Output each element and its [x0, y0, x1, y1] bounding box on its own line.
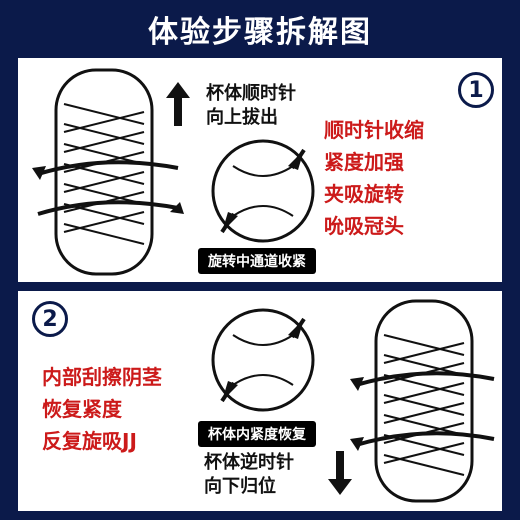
step-1-panel: 杯体顺时针 向上拔出 旋转中通道收紧 1 顺时针收缩 紧度加强 夹吸旋转 吮吸冠…: [18, 58, 502, 282]
step-2-caption: 杯体逆时针 向下归位: [204, 452, 294, 497]
step-2-number: 2: [32, 301, 68, 337]
step-1-number: 1: [458, 72, 494, 108]
benefit-item: 顺时针收缩: [324, 118, 424, 142]
arrow-up-icon: [166, 82, 190, 126]
tightness-restore-diagram: [211, 308, 315, 412]
benefit-item: 夹吸旋转: [324, 182, 404, 206]
benefit-item: 内部刮擦阴茎: [42, 365, 162, 389]
step-2-panel: 2 内部刮擦阴茎 恢复紧度 反复旋吸JJ 杯体内紧度恢复 杯体逆时针 向下归位: [18, 291, 502, 511]
benefit-item: 吮吸冠头: [324, 214, 404, 238]
benefit-item: 恢复紧度: [42, 397, 122, 421]
step-1-pill: 旋转中通道收紧: [198, 248, 316, 274]
step-1-benefits: 顺时针收缩 紧度加强 夹吸旋转 吮吸冠头: [324, 114, 424, 242]
benefit-item: 紧度加强: [324, 150, 404, 174]
step-2-benefits: 内部刮擦阴茎 恢复紧度 反复旋吸JJ: [42, 361, 162, 457]
arrow-down-icon: [328, 451, 352, 495]
cup-illustration-2: [350, 299, 495, 503]
cup-illustration-1: [32, 68, 184, 276]
step-1-caption: 杯体顺时针 向上拔出: [206, 83, 296, 128]
page-title: 体验步骤拆解图: [148, 15, 372, 50]
benefit-item: 反复旋吸JJ: [42, 429, 137, 453]
step-2-pill: 杯体内紧度恢复: [198, 421, 316, 447]
channel-tighten-diagram: [211, 139, 315, 243]
